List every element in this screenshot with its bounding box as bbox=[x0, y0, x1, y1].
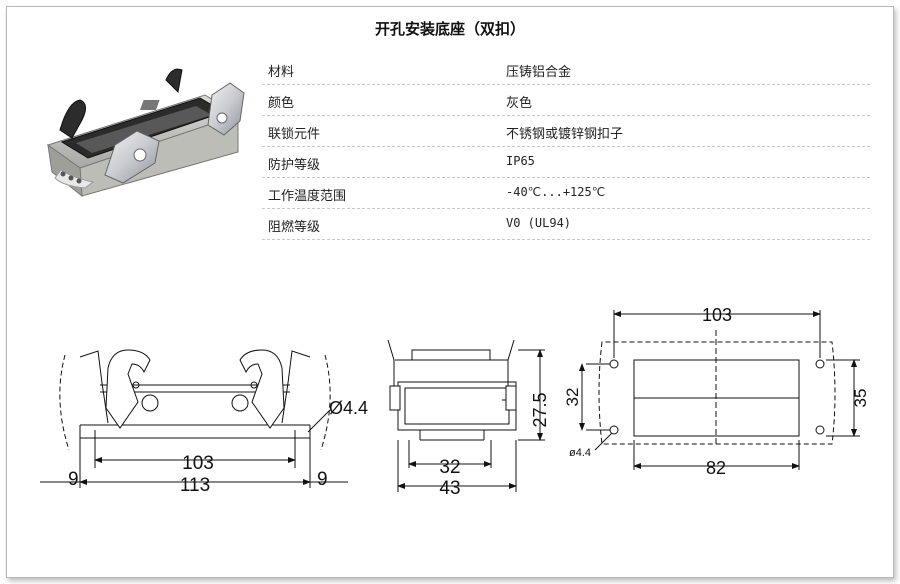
spec-label: 颜色 bbox=[268, 96, 295, 111]
side-height: 27.5 bbox=[530, 392, 550, 427]
side-inner-width: 32 bbox=[439, 457, 460, 478]
spec-label: 工作温度范围 bbox=[268, 189, 347, 204]
spec-row: 阻燃等级 V0 (UL94) bbox=[262, 209, 870, 240]
front-hole-diameter: Ø4.4 bbox=[329, 398, 368, 418]
page-title: 开孔安装底座（双扣） bbox=[374, 20, 525, 38]
cutout-hole-diameter: ø4.4 bbox=[569, 447, 591, 459]
spec-label: 防护等级 bbox=[268, 158, 321, 173]
front-outer-width: 113 bbox=[180, 475, 210, 496]
cutout-height: 35 bbox=[851, 389, 870, 408]
spec-label: 联锁元件 bbox=[268, 127, 321, 142]
spec-row: 联锁元件 不锈钢或镀锌钢扣子 bbox=[262, 116, 870, 147]
spec-row: 工作温度范围 -40℃...+125℃ bbox=[262, 178, 870, 209]
spec-value: 不锈钢或镀锌钢扣子 bbox=[506, 127, 624, 142]
product-photo bbox=[46, 68, 245, 198]
spec-label: 阻燃等级 bbox=[268, 220, 321, 235]
spec-row: 材料 压铸铝合金 bbox=[262, 54, 870, 85]
front-view-drawing bbox=[40, 349, 348, 488]
spec-label: 材料 bbox=[268, 65, 295, 80]
front-inner-width: 103 bbox=[182, 453, 214, 474]
spec-row: 颜色 灰色 bbox=[262, 85, 870, 116]
spec-value: IP65 bbox=[506, 154, 535, 168]
spec-value: 压铸铝合金 bbox=[506, 65, 572, 80]
spec-table: 材料 压铸铝合金 颜色 灰色 联锁元件 不锈钢或镀锌钢扣子 防护等级 IP65 … bbox=[262, 54, 870, 240]
spec-value: -40℃...+125℃ bbox=[506, 185, 606, 199]
spec-row: 防护等级 IP65 bbox=[262, 147, 870, 178]
cutout-inner-height: 32 bbox=[563, 388, 582, 407]
front-left-gap: 9 bbox=[68, 469, 79, 490]
spec-value: V0 (UL94) bbox=[506, 216, 572, 230]
side-view-drawing bbox=[387, 339, 545, 492]
spec-value: 灰色 bbox=[506, 96, 533, 111]
side-outer-width: 43 bbox=[439, 478, 460, 499]
cutout-drawing bbox=[579, 310, 860, 470]
front-right-gap: 9 bbox=[317, 469, 328, 490]
cutout-width: 103 bbox=[702, 305, 732, 325]
cutout-hole-width: 82 bbox=[706, 458, 726, 478]
